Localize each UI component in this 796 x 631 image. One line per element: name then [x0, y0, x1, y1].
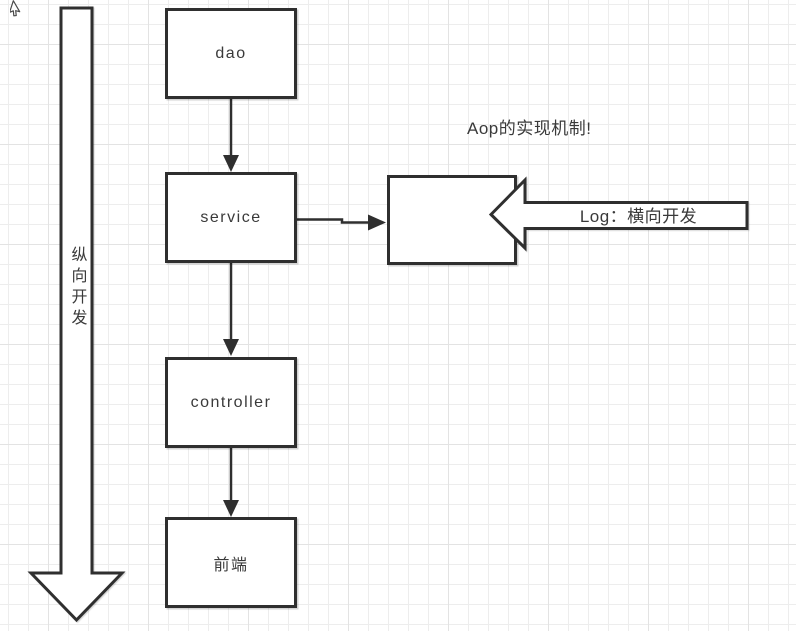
node-service-label: service [200, 208, 262, 226]
connector-service-controller[interactable] [223, 263, 239, 356]
connector-dao-service[interactable] [223, 99, 239, 172]
node-controller-label: controller [190, 393, 272, 411]
connector-controller-frontend[interactable] [223, 448, 239, 517]
arrowhead-right-icon [368, 214, 386, 231]
node-frontend-label: 前端 [213, 556, 249, 574]
vertical-arrow-label: 纵向开发 [68, 246, 86, 330]
node-dao-label: dao [215, 44, 247, 62]
arrowhead-down-icon [223, 155, 239, 172]
mouse-pointer-icon [10, 0, 21, 17]
node-controller[interactable]: controller [165, 357, 297, 448]
arrowhead-down-icon [223, 339, 239, 356]
log-block-arrow[interactable] [488, 176, 749, 252]
log-arrow-label: Log：横向开发 [579, 207, 698, 226]
arrowhead-down-icon [223, 500, 239, 517]
annotation-title: Aop的实现机制! [467, 119, 592, 138]
node-dao[interactable]: dao [165, 8, 297, 99]
node-frontend[interactable]: 前端 [165, 517, 297, 608]
connector-service-aopbox[interactable] [296, 214, 386, 231]
vertical-development-block-arrow[interactable] [27, 6, 126, 623]
node-service[interactable]: service [165, 172, 297, 263]
